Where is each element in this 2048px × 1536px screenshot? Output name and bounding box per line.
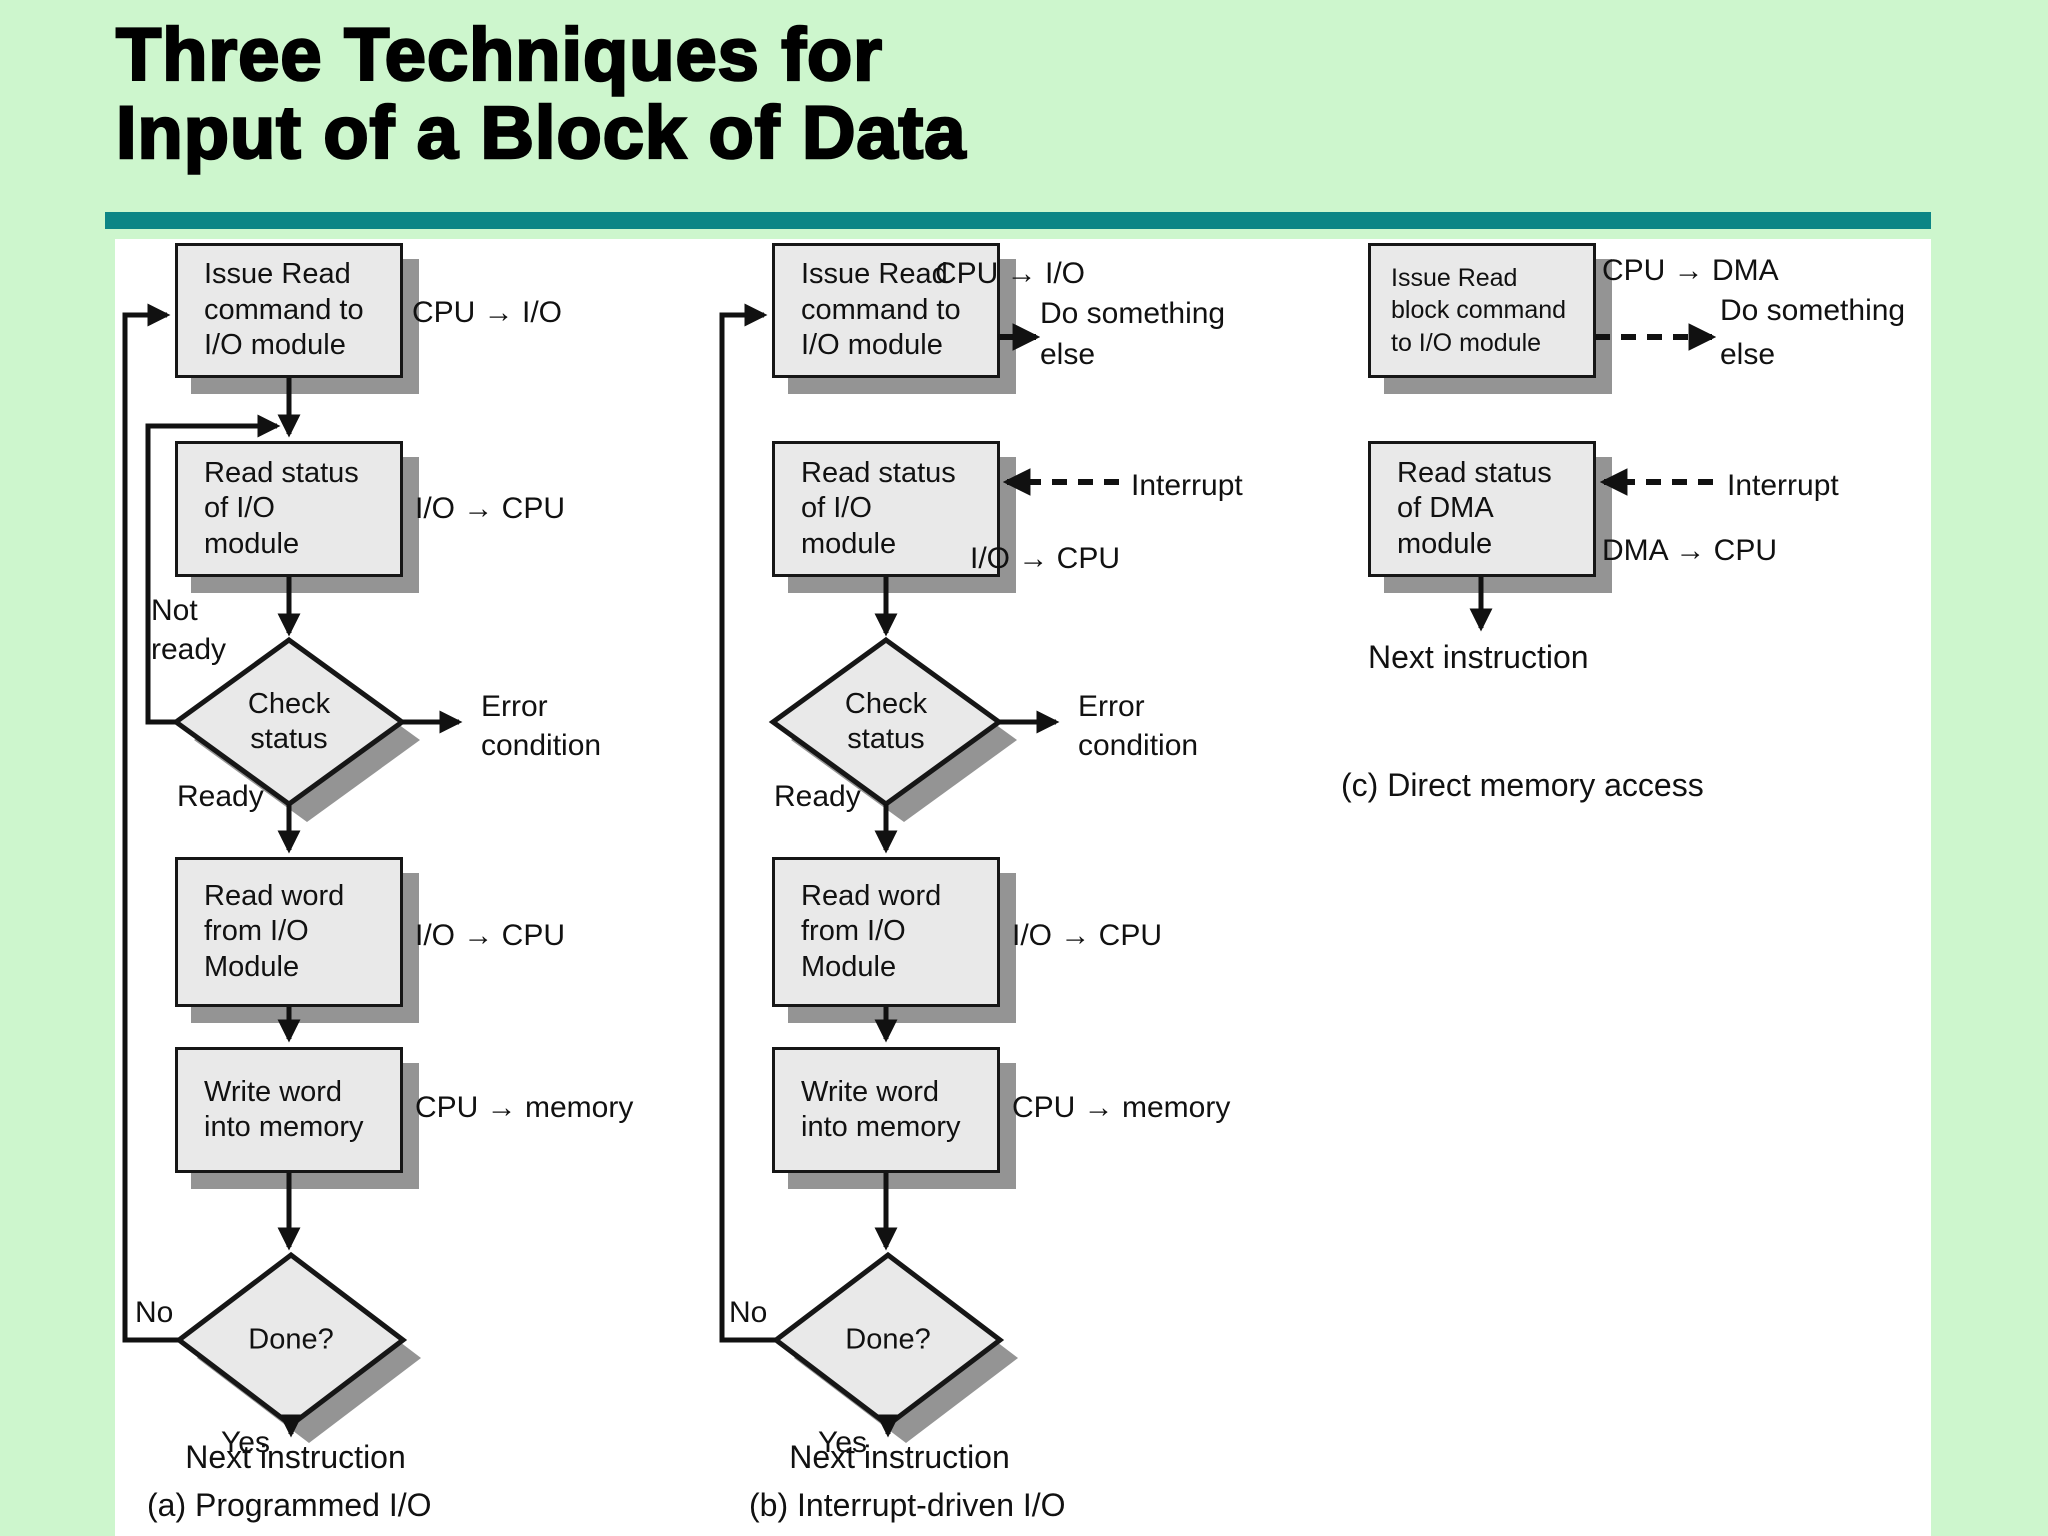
label-c-dma-cpu: DMA → CPU (1602, 534, 1778, 567)
done-a-shadow (197, 1273, 421, 1443)
box-a-issue-read: Issue Read command to I/O module (175, 243, 403, 378)
label-b-io-cpu-read: I/O → CPU (1012, 919, 1163, 952)
label-a-error-condition: Error condition (481, 690, 602, 762)
label-b-ready: Ready (774, 780, 861, 813)
title-line-1: Three Techniques for (115, 13, 884, 96)
box-c-read-status-dma: Read status of DMA module (1368, 441, 1596, 577)
arrow-a-no-loop (122, 303, 179, 1343)
label-c-next-instruction: Next instruction (1368, 639, 1589, 675)
label-b-no: No (729, 1296, 768, 1329)
label-b-do-something: Do something (1040, 297, 1226, 330)
diagram-panel: Issue Read command to I/O module Read st… (115, 239, 1931, 1536)
check-status-label-a: Check status (247, 688, 331, 755)
label-a-yes: Yes (221, 1426, 270, 1459)
box-b-read-word: Read word from I/O Module (772, 857, 1000, 1007)
box-b-write-word: Write word into memory (772, 1047, 1000, 1173)
label-a-not-ready: Not ready (151, 594, 227, 666)
box-a-read-word: Read word from I/O Module (175, 857, 403, 1007)
label-b-cpu-memory: CPU → memory (1012, 1091, 1231, 1124)
label-b-interrupt: Interrupt (1131, 469, 1243, 502)
arrow-b-no-loop (719, 303, 776, 1343)
label-b-yes: Yes (818, 1426, 867, 1459)
box-a-read-status: Read status of I/O module (175, 441, 403, 577)
done-label-a: Done? (248, 1323, 334, 1356)
label-b-else: else (1040, 338, 1096, 371)
done-b-shadow (794, 1273, 1018, 1443)
box-a-write-word: Write word into memory (175, 1047, 403, 1173)
label-b-io-cpu-status: I/O → CPU (970, 542, 1121, 575)
done-label-b: Done? (845, 1323, 931, 1356)
label-c-else: else (1720, 338, 1776, 371)
label-a-no: No (135, 1296, 174, 1329)
label-c-do-something: Do something (1720, 294, 1906, 327)
title-line-2: Input of a Block of Data (115, 90, 967, 174)
label-c-cpu-dma: CPU → DMA (1602, 254, 1779, 287)
box-b-read-status: Read status of I/O module (772, 441, 1000, 577)
title-accent-bar (105, 212, 1931, 229)
label-a-io-cpu-status: I/O → CPU (415, 492, 566, 525)
check-status-label-b: Check status (844, 688, 928, 755)
label-a-cpu-io: CPU → I/O (412, 296, 563, 329)
caption-programmed-io: (a) Programmed I/O (147, 1487, 432, 1523)
label-c-interrupt: Interrupt (1727, 469, 1839, 502)
label-a-next-instruction: Next instruction (185, 1439, 406, 1475)
label-a-ready: Ready (177, 780, 264, 813)
label-b-next-instruction: Next instruction (789, 1439, 1010, 1475)
caption-interrupt-driven-io: (b) Interrupt-driven I/O (749, 1487, 1066, 1523)
box-b-issue-read: Issue Read command to I/O module (772, 243, 1000, 378)
label-a-cpu-memory: CPU → memory (415, 1091, 634, 1124)
box-c-issue-read-block: Issue Read block command to I/O module (1368, 243, 1596, 378)
label-a-io-cpu-read: I/O → CPU (415, 919, 566, 952)
label-b-cpu-io: CPU → I/O (935, 257, 1086, 290)
caption-direct-memory-access: (c) Direct memory access (1341, 767, 1704, 803)
label-b-error-condition: Error condition (1078, 690, 1199, 762)
